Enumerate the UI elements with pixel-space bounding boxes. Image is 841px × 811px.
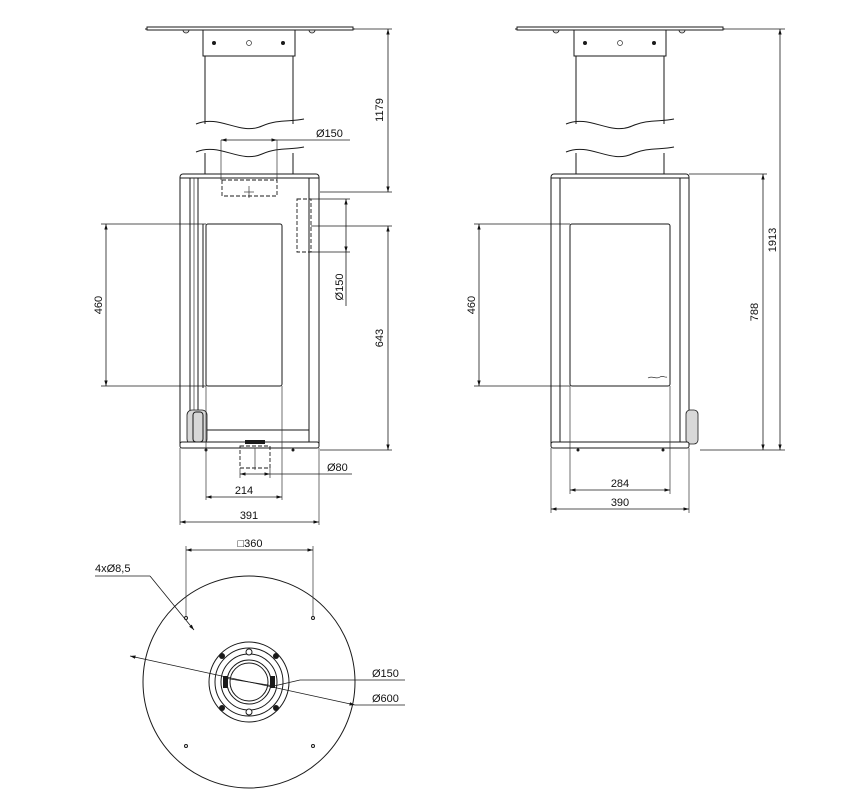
- total-height-label: 1913: [767, 228, 779, 252]
- total-depth-label: 390: [611, 497, 629, 509]
- top-flue-diameter-label: Ø150: [372, 668, 399, 680]
- window-width-label-side: 284: [611, 478, 629, 490]
- holes-label: 4xØ8,5: [95, 563, 130, 575]
- body-height-label: 788: [749, 303, 761, 321]
- air-intake-diameter-label: Ø80: [327, 462, 348, 474]
- side-view: 1913 788 460 284 390: [466, 26, 785, 513]
- flue-side-diameter-label: Ø150: [334, 274, 346, 301]
- top-view: □360 4xØ8,5 Ø150 Ø600: [95, 538, 405, 789]
- window-height-label-side: 460: [466, 296, 478, 314]
- window-height-label-front: 460: [93, 296, 105, 314]
- flue-height-label: 1179: [374, 98, 386, 122]
- total-width-label: 391: [240, 510, 258, 522]
- plate-diameter-label: Ø600: [372, 693, 399, 705]
- hole-spacing-label: □360: [238, 538, 263, 550]
- window-width-label-front: 214: [235, 485, 253, 497]
- flue-top-diameter-label: Ø150: [316, 128, 343, 140]
- front-view: 1179 Ø150 Ø150 460 643 Ø80 214: [93, 26, 392, 525]
- rear-outlet-height-label: 643: [374, 329, 386, 347]
